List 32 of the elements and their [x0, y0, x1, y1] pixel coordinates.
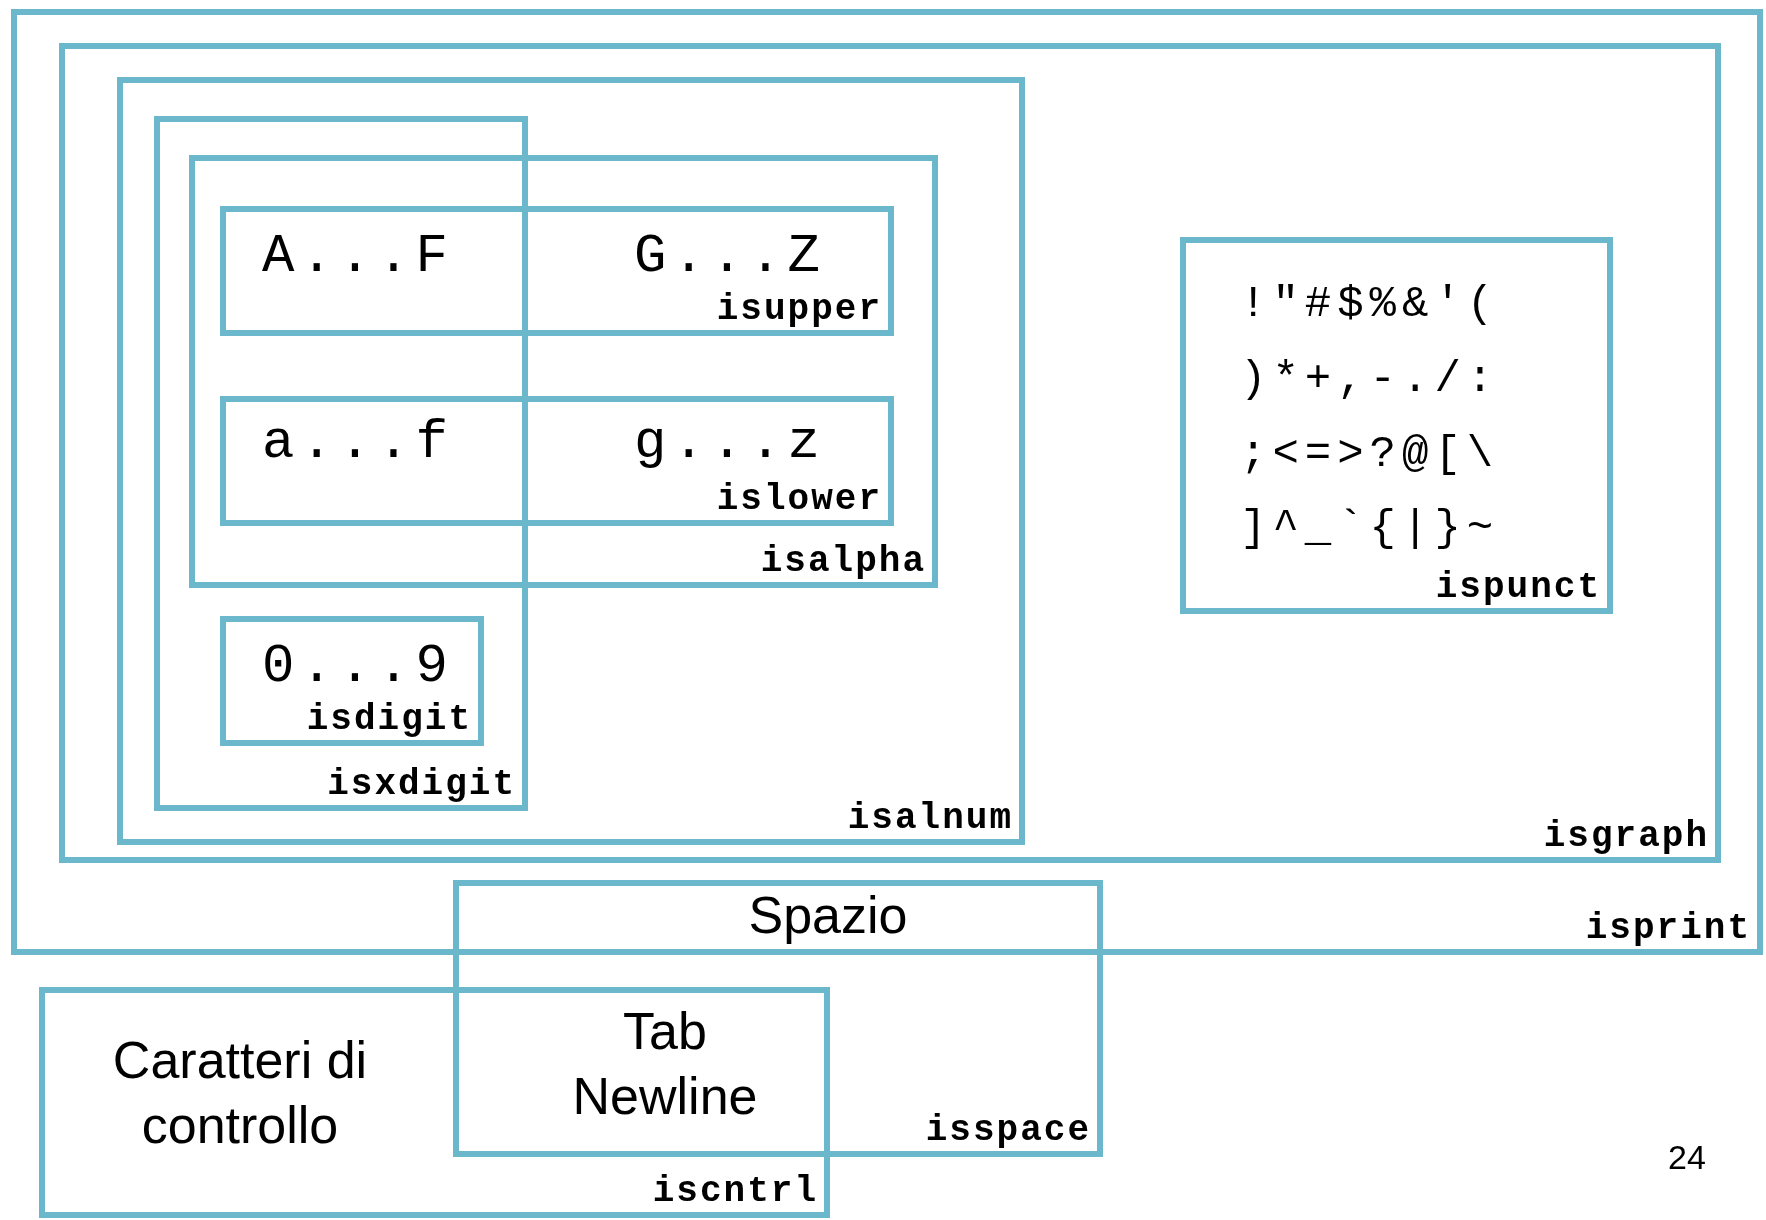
- category-box: [220, 616, 484, 746]
- character-range: 0...9: [261, 637, 455, 697]
- category-box: [117, 77, 1025, 845]
- function-name-label: isxdigit: [327, 765, 516, 805]
- function-name-label: isgraph: [1543, 817, 1709, 857]
- character-range: A...F: [261, 227, 455, 287]
- function-name-label: isdigit: [306, 700, 472, 740]
- character-range: a...f: [261, 413, 455, 473]
- punctuation-characters: !"#$%&'( )*+,-./: ;<=>?@[\ ]^_`{|}~: [1240, 278, 1501, 556]
- function-name-label: isprint: [1585, 909, 1751, 949]
- category-box: [189, 155, 938, 588]
- category-box: [154, 116, 528, 811]
- function-name-label: iscntrl: [652, 1172, 818, 1212]
- page-number: 24: [1668, 1138, 1706, 1177]
- function-name-label: isspace: [925, 1111, 1091, 1151]
- category-box: [220, 206, 894, 336]
- region-text: Tab Newline: [571, 1001, 759, 1127]
- category-box: [59, 43, 1721, 863]
- character-range: G...Z: [633, 227, 827, 287]
- region-text: Caratteri di controllo: [111, 1030, 369, 1156]
- function-name-label: islower: [716, 480, 882, 520]
- category-box: [39, 987, 830, 1218]
- function-name-label: isalnum: [847, 799, 1013, 839]
- category-box: [11, 9, 1763, 955]
- region-text: Spazio: [747, 884, 909, 946]
- function-name-label: isupper: [716, 290, 882, 330]
- category-box: [220, 396, 894, 526]
- function-name-label: isalpha: [760, 542, 926, 582]
- category-box: [453, 880, 1103, 1157]
- character-range: g...z: [633, 413, 827, 473]
- category-box: [1180, 237, 1613, 614]
- function-name-label: ispunct: [1435, 568, 1601, 608]
